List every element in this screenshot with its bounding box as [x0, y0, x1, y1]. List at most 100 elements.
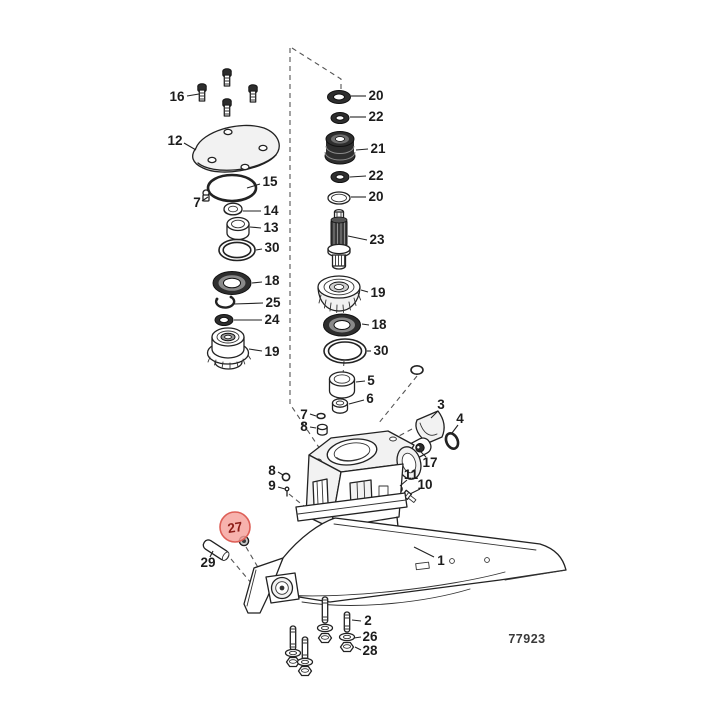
callout-25[interactable]: 25 [265, 295, 281, 310]
callout-3[interactable]: 3 [437, 397, 445, 412]
part-bolts-16 [197, 68, 258, 117]
callout-30-left[interactable]: 30 [264, 240, 279, 255]
callout-7-mid[interactable]: 7 [300, 407, 308, 422]
part-pin-9 [284, 486, 290, 497]
callout-11[interactable]: 11 [404, 467, 419, 482]
leader-9 [277, 486, 286, 490]
leader-5 [355, 380, 366, 383]
part-oring-22-mid [330, 171, 350, 183]
leader-8-left [277, 471, 284, 476]
leader-11 [399, 479, 408, 487]
highlight-circle[interactable] [219, 511, 251, 543]
leader-28 [354, 646, 362, 651]
leader-8-mid [309, 426, 317, 429]
part-bushing-14 [223, 202, 243, 216]
leader-6 [348, 399, 365, 405]
leader-4 [451, 424, 459, 434]
part-wedge-3 [415, 410, 445, 444]
highlight-label[interactable]: 27 [226, 519, 243, 536]
callout-20-top[interactable]: 20 [368, 88, 383, 103]
part-bearing-18-left [212, 271, 252, 295]
part-studs-2-26-28 [284, 596, 356, 677]
leader-17 [417, 448, 427, 458]
leader-29 [209, 550, 214, 558]
part-oring-4 [444, 432, 460, 450]
part-driveshaft-23 [327, 208, 351, 270]
callout-15[interactable]: 15 [262, 174, 278, 189]
leader-13 [249, 226, 262, 229]
leader-7-left [201, 196, 209, 202]
callout-19-left[interactable]: 19 [264, 344, 279, 359]
callout-7-left[interactable]: 7 [193, 195, 201, 210]
part-small-oring [410, 364, 424, 375]
part-washer-20-mid [327, 191, 351, 205]
part-oring-30-right [323, 338, 367, 364]
leader-1 [413, 546, 435, 558]
part-bevel-gear-19-right [317, 275, 362, 313]
callout-20-mid[interactable]: 20 [368, 189, 383, 204]
callout-13[interactable]: 13 [263, 220, 279, 235]
leader-23 [347, 235, 368, 241]
callout-9[interactable]: 9 [268, 478, 276, 493]
leader-12 [183, 142, 197, 151]
part-seal-24 [214, 314, 234, 326]
callout-22-top[interactable]: 22 [368, 109, 383, 124]
highlight-callout-27[interactable]: 27 [219, 511, 251, 543]
leader-25 [233, 302, 264, 305]
leader-21 [355, 148, 369, 151]
part-plug-8-mid [316, 423, 328, 436]
part-pin-29 [202, 539, 230, 561]
part-snap-ring-25 [215, 295, 236, 309]
callout-14[interactable]: 14 [263, 203, 279, 218]
part-sleeve-13 [226, 216, 250, 241]
part-bushing-6 [331, 398, 349, 414]
leader-19-right [360, 289, 369, 293]
callout-23[interactable]: 23 [369, 232, 385, 247]
callout-24[interactable]: 24 [264, 312, 280, 327]
leader-2 [351, 619, 362, 622]
leader-30-left [255, 248, 263, 251]
callout-22-mid[interactable]: 22 [368, 168, 383, 183]
leader-15 [246, 183, 261, 189]
callout-layer: 1612157141330182524192022212220231918305… [167, 88, 464, 658]
callout-21[interactable]: 21 [370, 141, 386, 156]
callout-29[interactable]: 29 [200, 555, 215, 570]
leader-18-left [251, 281, 263, 284]
part-ring-8-left [281, 472, 291, 482]
part-oil-seal-21 [324, 131, 356, 165]
part-bearing-18-right [323, 313, 361, 337]
callout-4[interactable]: 4 [456, 411, 464, 426]
leader-7-mid [309, 413, 317, 417]
callout-17[interactable]: 17 [422, 455, 437, 470]
leader-10 [409, 488, 421, 495]
callout-2[interactable]: 2 [364, 613, 372, 628]
leader-16 [186, 93, 200, 97]
part-housing-1 [243, 430, 567, 614]
callout-1[interactable]: 1 [437, 553, 445, 568]
part-ring-7-mid [316, 412, 326, 420]
leader-19-left [248, 348, 263, 352]
part-bushing-5 [328, 371, 356, 399]
callout-6[interactable]: 6 [366, 391, 374, 406]
callout-26[interactable]: 26 [362, 629, 378, 644]
callout-19-right[interactable]: 19 [370, 285, 385, 300]
callout-5[interactable]: 5 [367, 373, 375, 388]
callout-12[interactable]: 12 [167, 133, 182, 148]
part-bearing-carrier-19-left [206, 327, 251, 370]
callout-28[interactable]: 28 [362, 643, 378, 658]
callout-8-left[interactable]: 8 [268, 463, 276, 478]
leader-26 [353, 636, 362, 639]
callout-8-mid[interactable]: 8 [300, 419, 308, 434]
callout-18-left[interactable]: 18 [264, 273, 280, 288]
callout-16[interactable]: 16 [169, 89, 185, 104]
part-seal-ring-20-top [327, 90, 351, 104]
callout-18-right[interactable]: 18 [371, 317, 387, 332]
part-oring-15 [206, 173, 258, 203]
leader-18-right [361, 323, 370, 326]
callout-30-right[interactable]: 30 [373, 343, 388, 358]
part-oring-30-left [218, 238, 256, 262]
figure-number: 77923 [508, 632, 545, 646]
callout-10[interactable]: 10 [417, 477, 432, 492]
